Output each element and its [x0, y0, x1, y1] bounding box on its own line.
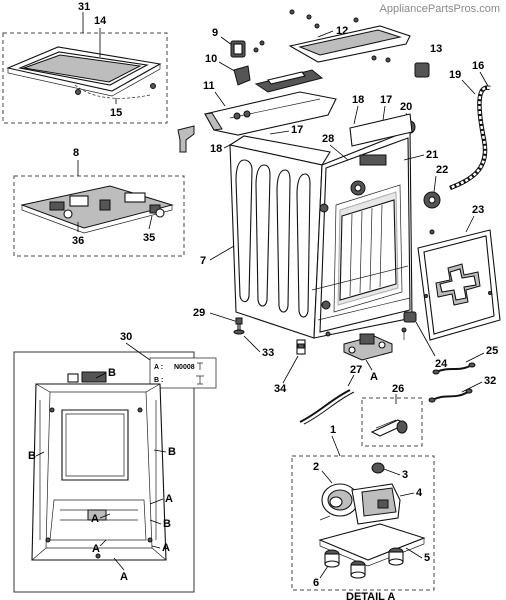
callout-18-right: 18: [352, 94, 364, 106]
screw-a-icon: [197, 362, 203, 370]
bracket-part: [177, 125, 195, 153]
door-group: 23 24: [403, 204, 501, 370]
callout-13: 13: [430, 43, 442, 55]
callout-A: A: [370, 371, 378, 383]
control-panel: [204, 91, 337, 136]
top-cover-box: [2, 32, 168, 124]
display-board: [254, 69, 324, 93]
callout-4: 4: [416, 487, 423, 499]
callout-30: 30: [120, 331, 132, 343]
frame-label-b3: B: [168, 446, 176, 458]
callout-28: 28: [322, 133, 334, 145]
callout-5: 5: [424, 552, 430, 564]
frame-label-a2: A: [91, 513, 99, 525]
callout-14: 14: [94, 15, 107, 27]
callout-29: 29: [193, 307, 205, 319]
detail-a-title: DETAIL A: [346, 591, 395, 600]
cabinet-group: 18 17 17 18 28 21: [177, 94, 448, 339]
callout-22: 22: [436, 164, 448, 176]
hose-group: 16 19 20: [400, 60, 491, 191]
legend-a-code: N0008: [174, 364, 195, 371]
frame-label-b1: B: [108, 367, 116, 379]
callout-8: 8: [73, 147, 79, 159]
frame-label-b2: B: [28, 450, 36, 462]
callout-27: 27: [350, 364, 362, 376]
pcb-box: [13, 175, 185, 257]
frame-view-group: 30 A : N0008 B : B B B A A: [13, 331, 217, 593]
callout-1: 1: [330, 424, 336, 436]
legend-a-label: A :: [154, 364, 163, 371]
part-10: [233, 65, 251, 86]
callout-20: 20: [400, 101, 412, 113]
callout-31: 31: [78, 1, 90, 13]
callout-17-right: 17: [380, 94, 392, 106]
screw-b-icon: [196, 375, 204, 385]
callout-6: 6: [313, 577, 319, 589]
callout-9: 9: [212, 27, 218, 39]
callout-26: 26: [392, 383, 404, 395]
callout-10: 10: [205, 53, 217, 65]
frame-label-a4: A: [162, 542, 170, 554]
callout-3: 3: [402, 469, 408, 481]
callout-23: 23: [472, 204, 484, 216]
frame-box: [13, 351, 195, 593]
part-3: [371, 462, 385, 474]
callout-35: 35: [143, 232, 155, 244]
callout-24: 24: [435, 358, 448, 370]
hoses-small: 25 32 27: [299, 345, 498, 425]
heater-group: 26: [361, 383, 423, 447]
callout-25: 25: [486, 345, 498, 357]
callout-18-left: 18: [210, 143, 222, 155]
frame-label-a3: A: [92, 543, 100, 555]
control-panel-parts: 9 10 11 12 13: [203, 9, 442, 136]
fastener-legend: [149, 357, 217, 389]
legend-b-label: B :: [154, 377, 163, 384]
callout-21: 21: [426, 149, 438, 161]
callout-36: 36: [72, 235, 84, 247]
top-cover-group: 31 14 15: [2, 1, 168, 124]
callout-32: 32: [484, 375, 496, 387]
callout-17-left: 17: [291, 124, 303, 136]
pcb-group: 8 36 35: [13, 147, 185, 257]
callout-16: 16: [472, 60, 484, 72]
watermark: AppliancePartsPros.com: [379, 3, 500, 15]
frame-label-a1: A: [165, 493, 173, 505]
callout-11: 11: [203, 80, 215, 92]
callout-15: 15: [110, 107, 122, 119]
frame-label-a5: A: [120, 571, 128, 583]
base-parts: 29 33 34 A: [193, 307, 407, 395]
callout-2: 2: [313, 461, 319, 473]
heater-box: [361, 397, 423, 447]
callout-33: 33: [262, 347, 274, 359]
frame-label-b4: B: [163, 518, 171, 530]
detail-a-box: [291, 455, 435, 591]
callout-34: 34: [274, 383, 287, 395]
callout-7: 7: [200, 255, 206, 267]
wire-harness: [299, 389, 351, 423]
part-13: [414, 62, 430, 78]
detail-a-group: 1 2 3 4 5 6 DETAIL A: [291, 424, 435, 600]
callout-19: 19: [449, 69, 461, 81]
